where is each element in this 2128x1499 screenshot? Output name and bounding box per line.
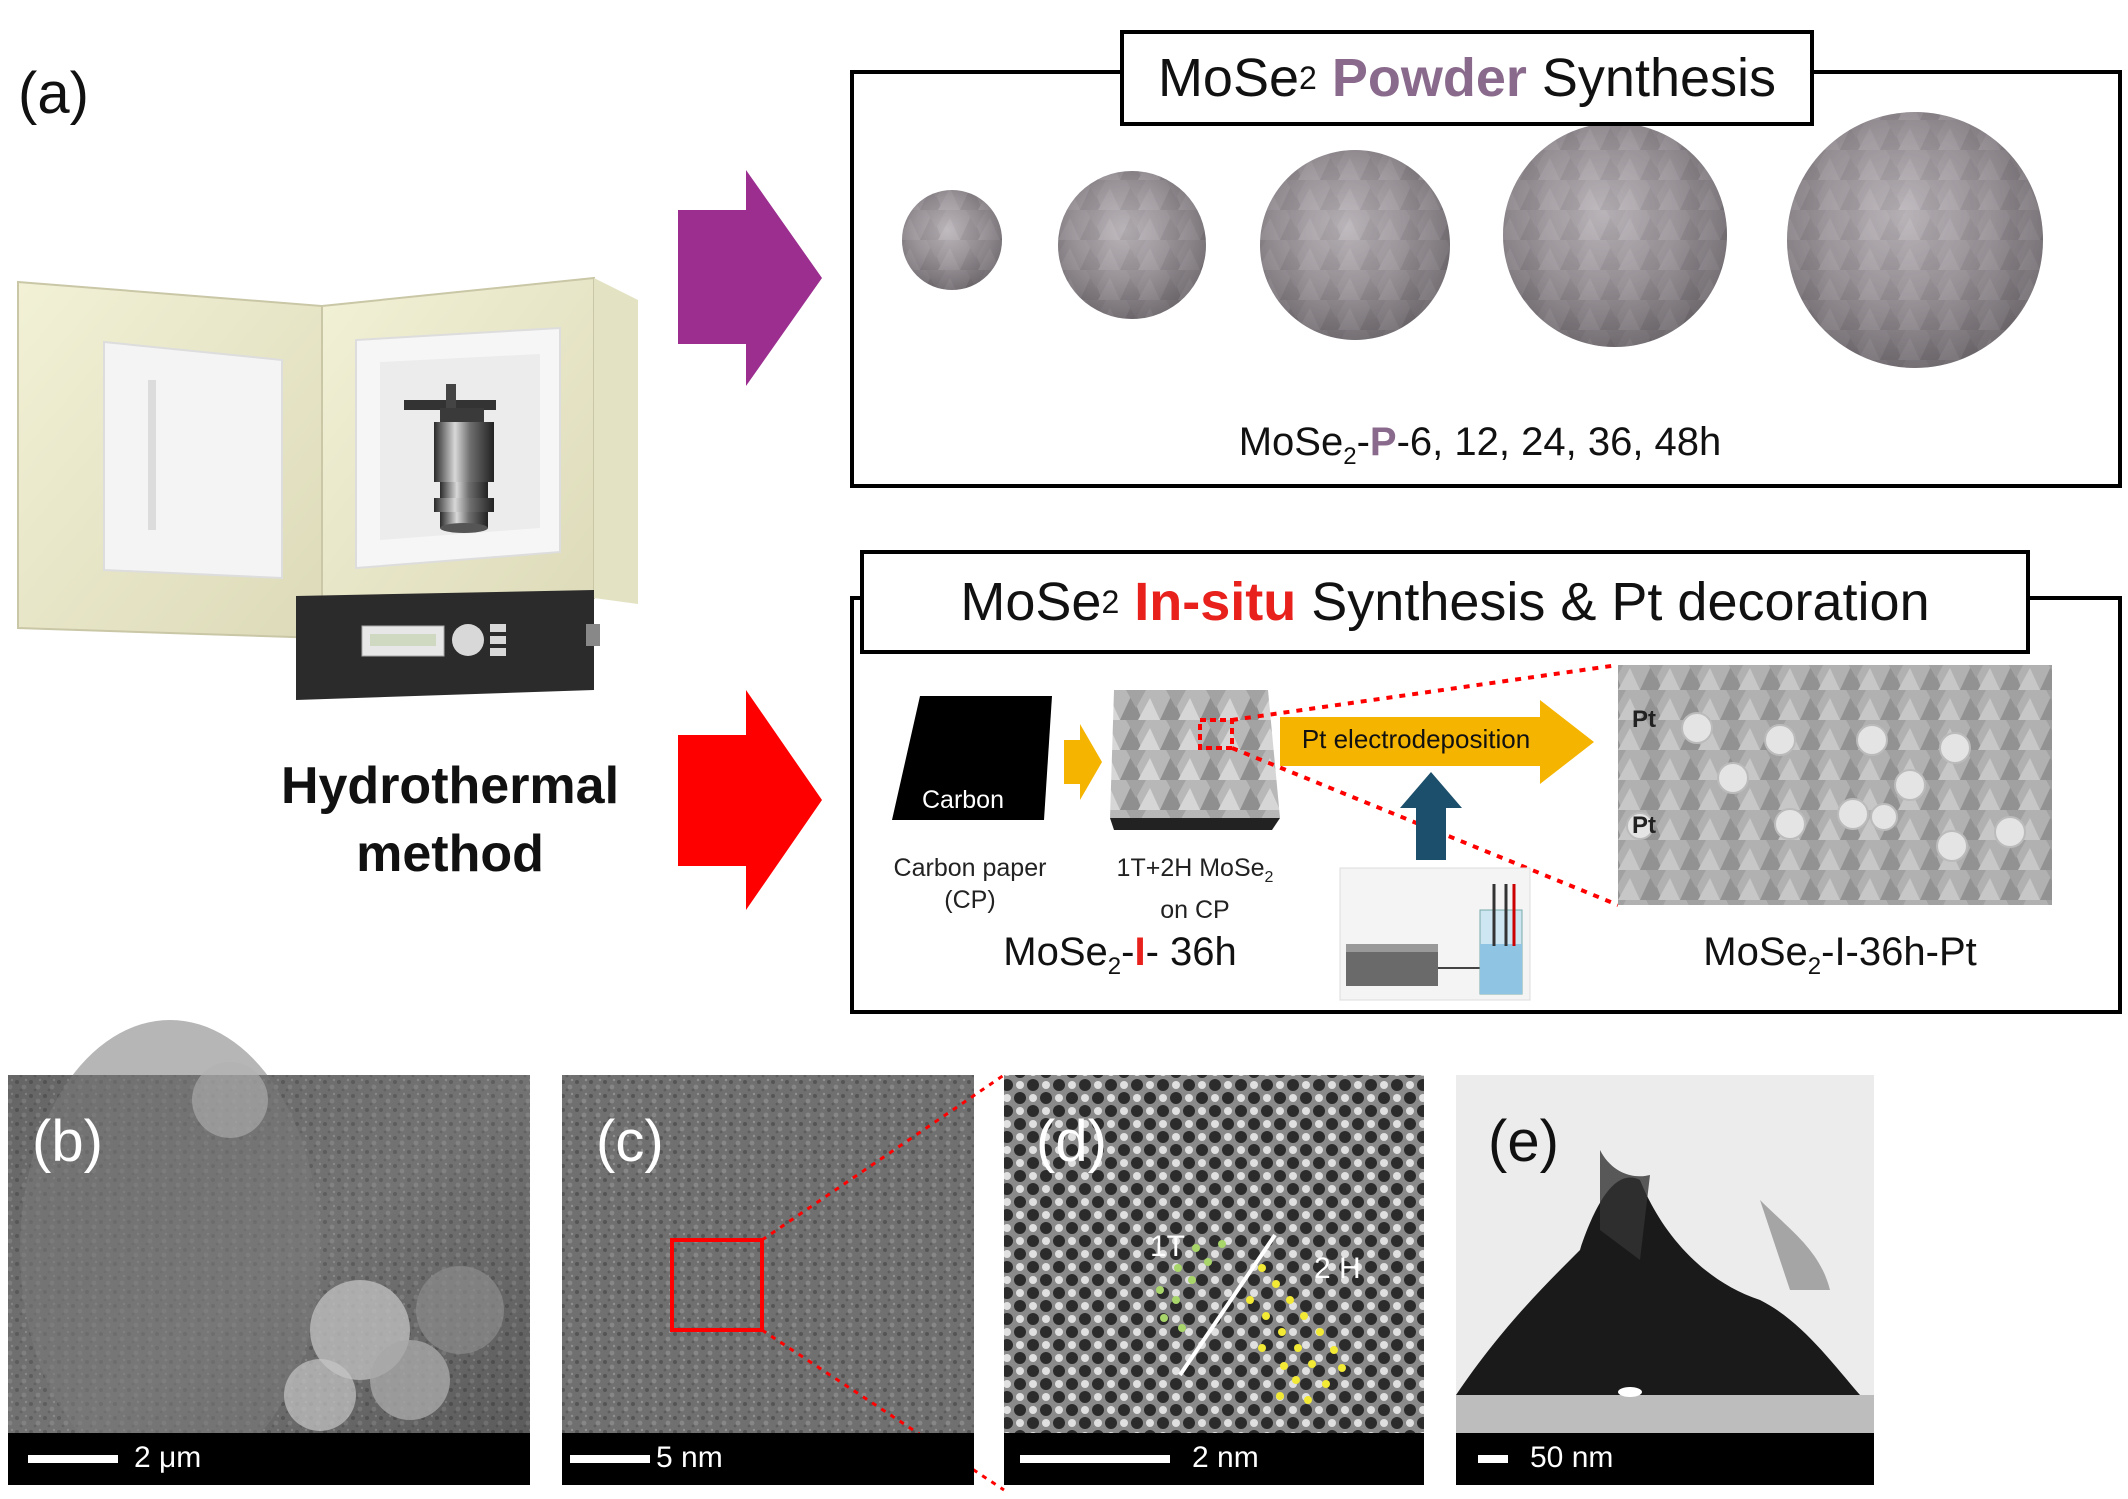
lattice-label-1t: 1T xyxy=(1150,1230,1186,1263)
sample1-dash: - xyxy=(1121,930,1135,974)
panel-label-c: (c) xyxy=(596,1109,664,1174)
powder-title-sub: 2 xyxy=(1299,59,1317,96)
electrodeposition-label: Pt electrodeposition xyxy=(1301,724,1531,754)
powder-caption-dash: - xyxy=(1356,420,1370,464)
sphere-24h-icon xyxy=(1260,150,1450,340)
powder-spheres xyxy=(902,112,2043,368)
sem-image-b xyxy=(8,1020,530,1485)
pt-label-1: Pt xyxy=(1632,706,1656,733)
scalebar-b-text: 2 μm xyxy=(134,1441,202,1474)
sphere-6h-icon xyxy=(902,190,1002,290)
powder-caption-prefix: MoSe xyxy=(1238,420,1344,464)
scalebar-b: 2 μm xyxy=(8,1433,530,1485)
sphere-12h-icon xyxy=(1058,171,1206,319)
sample1-sub: 2 xyxy=(1107,953,1122,980)
lattice-label-2h: 2 H xyxy=(1314,1252,1361,1285)
insitu-title-highlight: In-situ xyxy=(1134,572,1297,632)
carbon-paper-sheet-label: Carbon paper xyxy=(922,786,1004,843)
hydrothermal-oven-icon xyxy=(17,276,638,700)
sample2-prefix: MoSe xyxy=(1703,930,1808,974)
mose2-on-cp-icon xyxy=(1110,690,1280,830)
sample-label-insitu: MoSe2-I- 36h xyxy=(960,930,1280,981)
sample-label-pt: MoSe2-I-36h-Pt xyxy=(1640,930,2040,981)
scalebar-e-text: 50 nm xyxy=(1530,1441,1614,1474)
scalebar-c: 5 nm xyxy=(562,1433,974,1485)
hydrothermal-method-label: Hydrothermal method xyxy=(250,752,650,888)
panel-label-a: (a) xyxy=(18,61,89,126)
sphere-48h-icon xyxy=(1787,112,2043,368)
mose2-cp-text: 1T+2H MoSe xyxy=(1116,854,1265,882)
sample1-prefix: MoSe xyxy=(1003,930,1108,974)
tem-image-e xyxy=(1456,1075,1874,1485)
powder-caption-suffix: -6, 12, 24, 36, 48h xyxy=(1396,420,1722,464)
powder-caption: MoSe2-P-6, 12, 24, 36, 48h xyxy=(1080,420,1880,471)
powder-title-suffix: Synthesis xyxy=(1541,48,1777,108)
scalebar-e: 50 nm xyxy=(1456,1433,1874,1485)
powder-arrow-icon xyxy=(678,170,822,386)
panel-label-e: (e) xyxy=(1488,1109,1559,1174)
pt-label-2: Pt xyxy=(1632,812,1656,839)
sample1-highlight: I xyxy=(1134,930,1146,974)
powder-title-highlight: Powder xyxy=(1331,48,1527,108)
blue-up-arrow-icon xyxy=(1400,772,1462,860)
method-line-2: method xyxy=(356,825,544,883)
panel-label-b: (b) xyxy=(32,1109,103,1174)
scalebar-d-text: 2 nm xyxy=(1192,1441,1259,1474)
carbon-paper-label-line1: Carbon paper xyxy=(893,854,1047,882)
panel-label-d: (d) xyxy=(1036,1109,1107,1174)
insitu-arrow-icon xyxy=(678,690,822,910)
powder-caption-sub: 2 xyxy=(1343,443,1357,470)
insitu-title-suffix: Synthesis & Pt decoration xyxy=(1311,572,1930,632)
sample2-sub: 2 xyxy=(1807,953,1822,980)
insitu-title-prefix: MoSe xyxy=(960,572,1102,632)
sample2-suffix: -I-36h-Pt xyxy=(1821,930,1977,974)
small-yellow-arrow-icon xyxy=(1064,724,1102,800)
carbon-paper-label-line2: (CP) xyxy=(944,886,996,914)
pt-decorated-surface-icon xyxy=(1618,665,2052,905)
scalebar-c-text: 5 nm xyxy=(656,1441,723,1474)
carbon-paper-label: Carbon paper (CP) xyxy=(870,852,1070,916)
powder-caption-highlight: P xyxy=(1369,420,1397,464)
scalebar-d: 2 nm xyxy=(1004,1433,1424,1485)
mose2-cp-label: 1T+2H MoSe2 on CP xyxy=(1090,852,1300,926)
mose2-cp-label-line2: on CP xyxy=(1160,896,1230,924)
mose2-cp-label-line1: 1T+2H MoSe2 xyxy=(1090,852,1300,894)
electrodeposition-arrow-icon xyxy=(1280,700,1594,784)
pt-particles xyxy=(1626,712,2026,862)
mose2-cp-sub: 2 xyxy=(1264,869,1274,886)
sphere-36h-icon xyxy=(1503,123,1727,347)
lattice-image-d xyxy=(1004,1075,1424,1485)
potentiostat-setup-icon xyxy=(1339,867,1531,1001)
insitu-title-sub: 2 xyxy=(1101,583,1120,620)
powder-title-prefix: MoSe xyxy=(1157,48,1300,108)
1t-atoms xyxy=(1156,1240,1226,1332)
tem-image-c xyxy=(562,1075,974,1485)
carbon-paper-icon xyxy=(892,696,1052,820)
sample1-suffix: - 36h xyxy=(1145,930,1237,974)
2h-atoms xyxy=(1246,1264,1346,1404)
method-line-1: Hydrothermal xyxy=(280,757,620,815)
